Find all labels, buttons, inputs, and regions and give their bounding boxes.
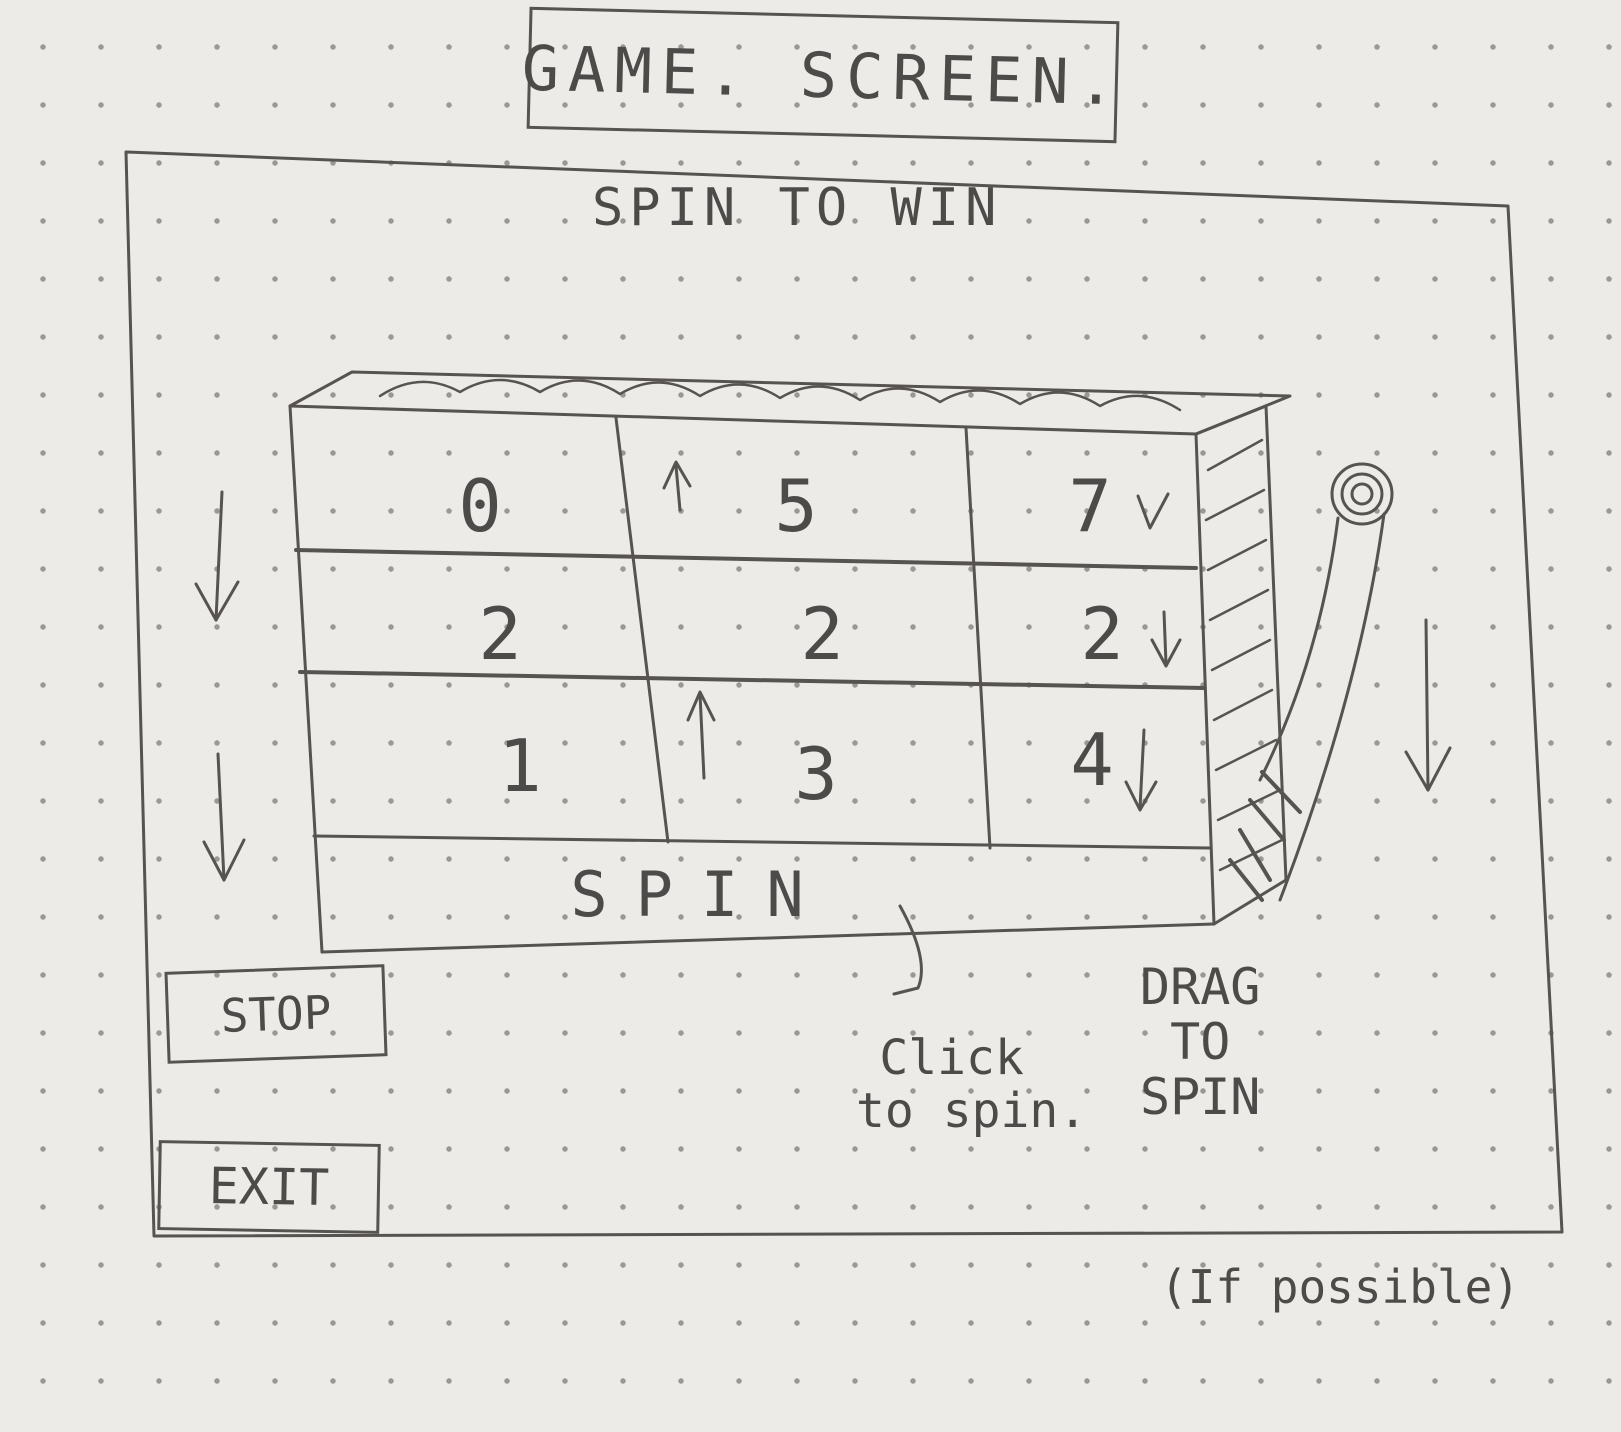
machine-side-face	[1194, 404, 1288, 926]
up-arrow-icon-1	[662, 460, 692, 512]
drag-to-spin-note: DRAG TO SPIN	[1140, 960, 1260, 1125]
down-arrow-icon-left-2	[202, 752, 246, 882]
lever-handle[interactable]	[1228, 462, 1394, 902]
reel-cell-r2-c3: 2	[1080, 592, 1124, 676]
reel-cell-r3-c1: 1	[498, 724, 542, 808]
click-to-spin-note: Click to spin.	[816, 1032, 1087, 1138]
down-arrow-icon-col3-row2	[1150, 610, 1182, 668]
drag-note-line3: SPIN	[1140, 1068, 1261, 1126]
reel-grid	[288, 404, 1216, 954]
reel-cell-r2-c2: 2	[800, 592, 844, 676]
reel-cell-r1-c3: 7	[1068, 464, 1112, 548]
up-arrow-icon-2	[686, 690, 716, 780]
if-possible-note: (If possible)	[1160, 1260, 1521, 1314]
spin-button[interactable]: SPIN	[322, 838, 1210, 950]
game-frame	[124, 150, 1564, 1238]
drag-note-line2: TO	[1170, 1013, 1231, 1071]
click-note-line2: to spin.	[856, 1082, 1088, 1139]
down-arrow-icon-col3-row3	[1124, 728, 1158, 812]
down-arrow-icon-left-1	[194, 490, 240, 622]
drag-note-line1: DRAG	[1140, 958, 1261, 1016]
reel-cell-r3-c3: 4	[1070, 718, 1114, 802]
machine-top-face	[288, 370, 1292, 436]
click-note-line1: Click	[879, 1030, 1024, 1086]
down-arrow-icon-right	[1404, 618, 1452, 792]
game-header: SPIN TO WIN	[592, 178, 1003, 238]
stop-button-label: STOP	[219, 985, 333, 1043]
reel-cell-r1-c2: 5	[774, 464, 818, 548]
pointer-arrow	[892, 904, 923, 996]
spin-button-label: SPIN	[570, 857, 832, 931]
reel-cell-r2-c1: 2	[478, 592, 522, 676]
reel-cell-r1-c1: 0	[458, 464, 502, 548]
down-arrow-icon-col3-row1	[1136, 492, 1170, 530]
exit-button-label: EXIT	[208, 1156, 330, 1218]
reel-cell-r3-c2: 3	[794, 732, 838, 816]
exit-button[interactable]: EXIT	[157, 1140, 381, 1234]
stop-button[interactable]: STOP	[164, 964, 388, 1064]
